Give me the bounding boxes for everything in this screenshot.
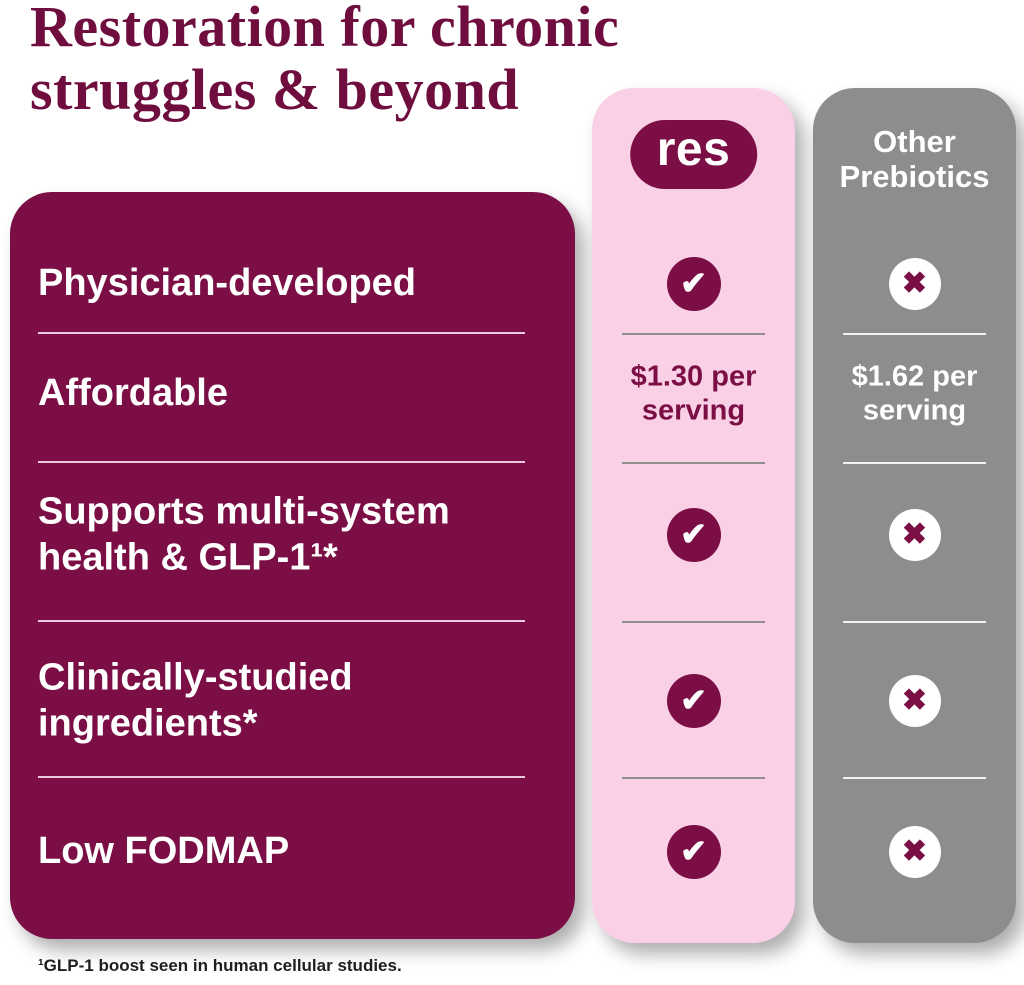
page-title: Restoration for chronic struggles & beyo… xyxy=(30,0,619,121)
price-line: serving xyxy=(862,394,967,426)
other-prebiotics-column: Other Prebiotics ✖ $1.62 per serving ✖ ✖ xyxy=(813,88,1016,943)
other-cell-row4: ✖ xyxy=(813,675,1016,727)
check-icon: ✔ xyxy=(666,674,721,728)
column-divider xyxy=(622,621,765,623)
x-icon: ✖ xyxy=(888,826,941,878)
price-line: serving xyxy=(641,394,746,426)
feature-affordable: Affordable xyxy=(38,372,228,415)
x-glyph: ✖ xyxy=(901,517,928,551)
column-divider xyxy=(843,621,986,623)
column-divider xyxy=(843,333,986,335)
title-line-2: struggles & beyond xyxy=(30,56,520,122)
x-icon: ✖ xyxy=(888,675,941,727)
feature-divider xyxy=(38,332,525,334)
other-price: $1.62 per serving xyxy=(813,360,1016,427)
column-divider xyxy=(622,777,765,779)
feature-divider xyxy=(38,776,525,778)
res-column: res ✔ $1.30 per serving ✔ ✔ ✔ xyxy=(592,88,795,943)
check-glyph: ✔ xyxy=(680,264,707,301)
check-icon: ✔ xyxy=(666,257,721,311)
check-glyph: ✔ xyxy=(680,515,707,552)
check-glyph: ✔ xyxy=(680,681,707,718)
check-glyph: ✔ xyxy=(680,832,707,869)
feature-multi-system-health: Supports multi-system health & GLP-1¹* xyxy=(38,490,450,578)
res-cell-row3: ✔ xyxy=(592,508,795,562)
column-divider xyxy=(622,462,765,464)
feature-physician-developed: Physician-developed xyxy=(38,262,417,305)
other-cell-row1: ✖ xyxy=(813,258,1016,310)
res-logo-badge: res xyxy=(629,120,758,189)
x-glyph: ✖ xyxy=(901,683,928,717)
feature-divider xyxy=(38,461,525,463)
feature-low-fodmap: Low FODMAP xyxy=(38,830,290,873)
column-divider xyxy=(843,777,986,779)
other-header-line-2: Prebiotics xyxy=(839,159,990,195)
x-glyph: ✖ xyxy=(901,834,928,868)
check-icon: ✔ xyxy=(666,508,721,562)
res-cell-row1: ✔ xyxy=(592,257,795,311)
res-cell-row4: ✔ xyxy=(592,674,795,728)
check-icon: ✔ xyxy=(666,825,721,879)
res-logo-text: res xyxy=(656,123,731,176)
x-glyph: ✖ xyxy=(901,266,928,300)
column-divider xyxy=(843,462,986,464)
other-column-header: Other Prebiotics xyxy=(813,124,1016,194)
footnote: ¹GLP-1 boost seen in human cellular stud… xyxy=(38,956,402,975)
other-cell-row3: ✖ xyxy=(813,509,1016,561)
res-price: $1.30 per serving xyxy=(592,360,795,427)
features-panel: Physician-developed Affordable Supports … xyxy=(10,192,575,939)
feature-divider xyxy=(38,620,525,622)
column-divider xyxy=(622,333,765,335)
res-cell-row5: ✔ xyxy=(592,825,795,879)
price-line: $1.30 per xyxy=(630,360,757,393)
feature-clinically-studied: Clinically-studied ingredients* xyxy=(38,656,353,744)
x-icon: ✖ xyxy=(888,258,941,310)
other-cell-row5: ✖ xyxy=(813,826,1016,878)
other-header-line-1: Other xyxy=(873,124,956,159)
price-line: $1.62 per xyxy=(851,360,978,393)
x-icon: ✖ xyxy=(888,509,941,561)
title-line-1: Restoration for chronic xyxy=(30,0,620,59)
